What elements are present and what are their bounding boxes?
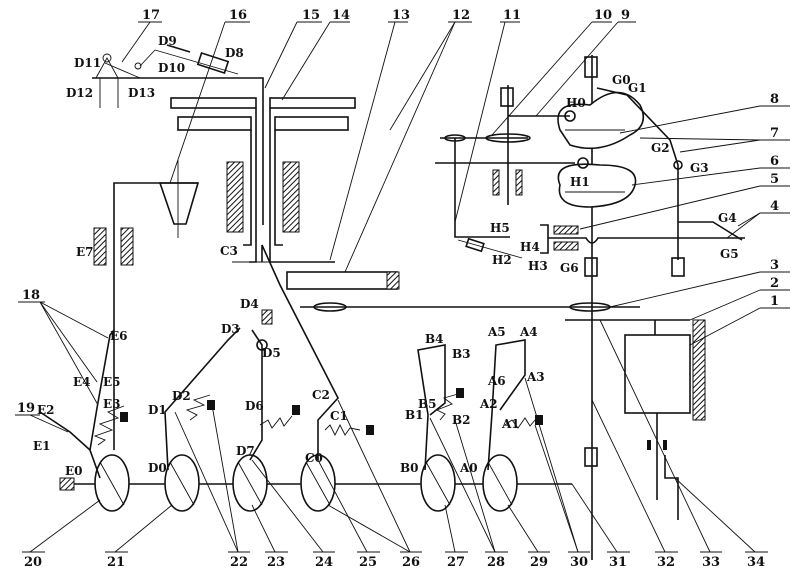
part-number: 15 [302, 8, 320, 23]
point-label: B4 [425, 332, 444, 346]
part-number: 30 [570, 555, 588, 570]
plate-14-right [269, 97, 356, 109]
part-number: 13 [392, 8, 410, 23]
point-label: D1 [148, 403, 167, 417]
point-label: A0 [459, 461, 478, 475]
part-number: 7 [770, 126, 779, 141]
point-label: E0 [65, 464, 83, 478]
part-number: 33 [702, 555, 720, 570]
part-number: 10 [594, 8, 612, 23]
part-number: 23 [267, 555, 285, 570]
point-label: D11 [74, 56, 101, 70]
part-number: 21 [107, 555, 125, 570]
part-numbers: 17 16 15 14 13 12 11 10 9 8 7 6 5 4 3 2 … [17, 8, 779, 570]
point-label: G1 [628, 81, 647, 95]
point-label: D5 [262, 346, 281, 360]
point-label: D9 [158, 34, 177, 48]
part-number: 2 [770, 276, 779, 291]
point-label: D3 [221, 322, 240, 336]
point-label: D10 [158, 61, 185, 75]
point-label: G5 [720, 247, 739, 261]
part-number: 17 [142, 8, 160, 23]
part-number: 25 [359, 555, 377, 570]
point-label: D8 [225, 46, 244, 60]
part-number: 19 [17, 401, 35, 416]
point-label: E6 [110, 329, 128, 343]
point-label: G2 [651, 141, 670, 155]
point-label: D6 [245, 399, 264, 413]
part-number: 8 [770, 92, 779, 107]
part-number: 9 [621, 8, 630, 23]
point-label: G0 [612, 73, 631, 87]
point-label: D12 [66, 86, 93, 100]
point-label: H5 [490, 221, 510, 235]
point-label: A4 [519, 325, 538, 339]
motor-1 [624, 334, 691, 414]
drawing [39, 44, 745, 560]
point-label: D13 [128, 86, 155, 100]
leader-lines [15, 21, 790, 553]
point-label: B3 [452, 347, 471, 361]
part-number: 24 [315, 555, 333, 570]
part-number: 14 [332, 8, 350, 23]
point-label: B1 [405, 408, 424, 422]
point-label: E4 [73, 375, 91, 389]
point-label: B2 [452, 413, 471, 427]
point-label: H1 [570, 175, 590, 189]
point-label: C0 [305, 451, 323, 465]
point-label: B5 [418, 397, 437, 411]
part-number: 20 [24, 555, 42, 570]
part-number: 26 [402, 555, 420, 570]
part-number: 3 [770, 258, 779, 273]
point-label: E7 [76, 245, 94, 259]
part-number: 16 [229, 8, 247, 23]
point-label: B0 [400, 461, 419, 475]
part-number: 34 [747, 555, 765, 570]
part-number: 29 [530, 555, 548, 570]
part-number: 11 [503, 8, 521, 23]
point-label: D0 [148, 461, 167, 475]
point-label: E2 [37, 403, 55, 417]
point-label: A6 [487, 374, 506, 388]
point-label: A3 [526, 370, 545, 384]
plate-14-left [170, 97, 257, 109]
part-number: 28 [487, 555, 505, 570]
point-label: D2 [172, 389, 191, 403]
point-label: A2 [479, 397, 498, 411]
point-label: E5 [103, 375, 121, 389]
point-label: D7 [236, 444, 255, 458]
point-label: C1 [330, 409, 348, 423]
part-number: 22 [230, 555, 248, 570]
point-label: H3 [528, 259, 548, 273]
part-number: 18 [22, 288, 40, 303]
part-number: 4 [770, 199, 779, 214]
point-label: G3 [690, 161, 709, 175]
point-label: C3 [220, 244, 238, 258]
part-number: 6 [770, 154, 779, 169]
point-label: G4 [718, 211, 737, 225]
cam-8 [557, 91, 645, 150]
part-number: 31 [609, 555, 627, 570]
part-number: 5 [770, 172, 779, 187]
frame-15 [92, 77, 264, 225]
point-labels: D11 D12 D13 D9 D10 D8 H0 G0 G1 G2 G3 H1 … [33, 34, 739, 478]
point-label: E3 [103, 397, 121, 411]
part-number: 32 [657, 555, 675, 570]
point-label: H4 [520, 240, 540, 254]
point-label: C2 [312, 388, 330, 402]
slider-d8 [196, 51, 230, 75]
part-number: 12 [452, 8, 470, 23]
point-label: D4 [240, 297, 259, 311]
point-label: A5 [487, 325, 506, 339]
part-number: 27 [447, 555, 465, 570]
shaft-bearing [59, 477, 75, 491]
part-number: 1 [770, 294, 779, 309]
funnel-16 [158, 182, 200, 225]
point-label: G6 [560, 261, 579, 275]
point-label: H2 [492, 253, 512, 267]
point-label: H0 [566, 96, 586, 110]
point-label: E1 [33, 439, 51, 453]
point-label: A1 [501, 417, 520, 431]
